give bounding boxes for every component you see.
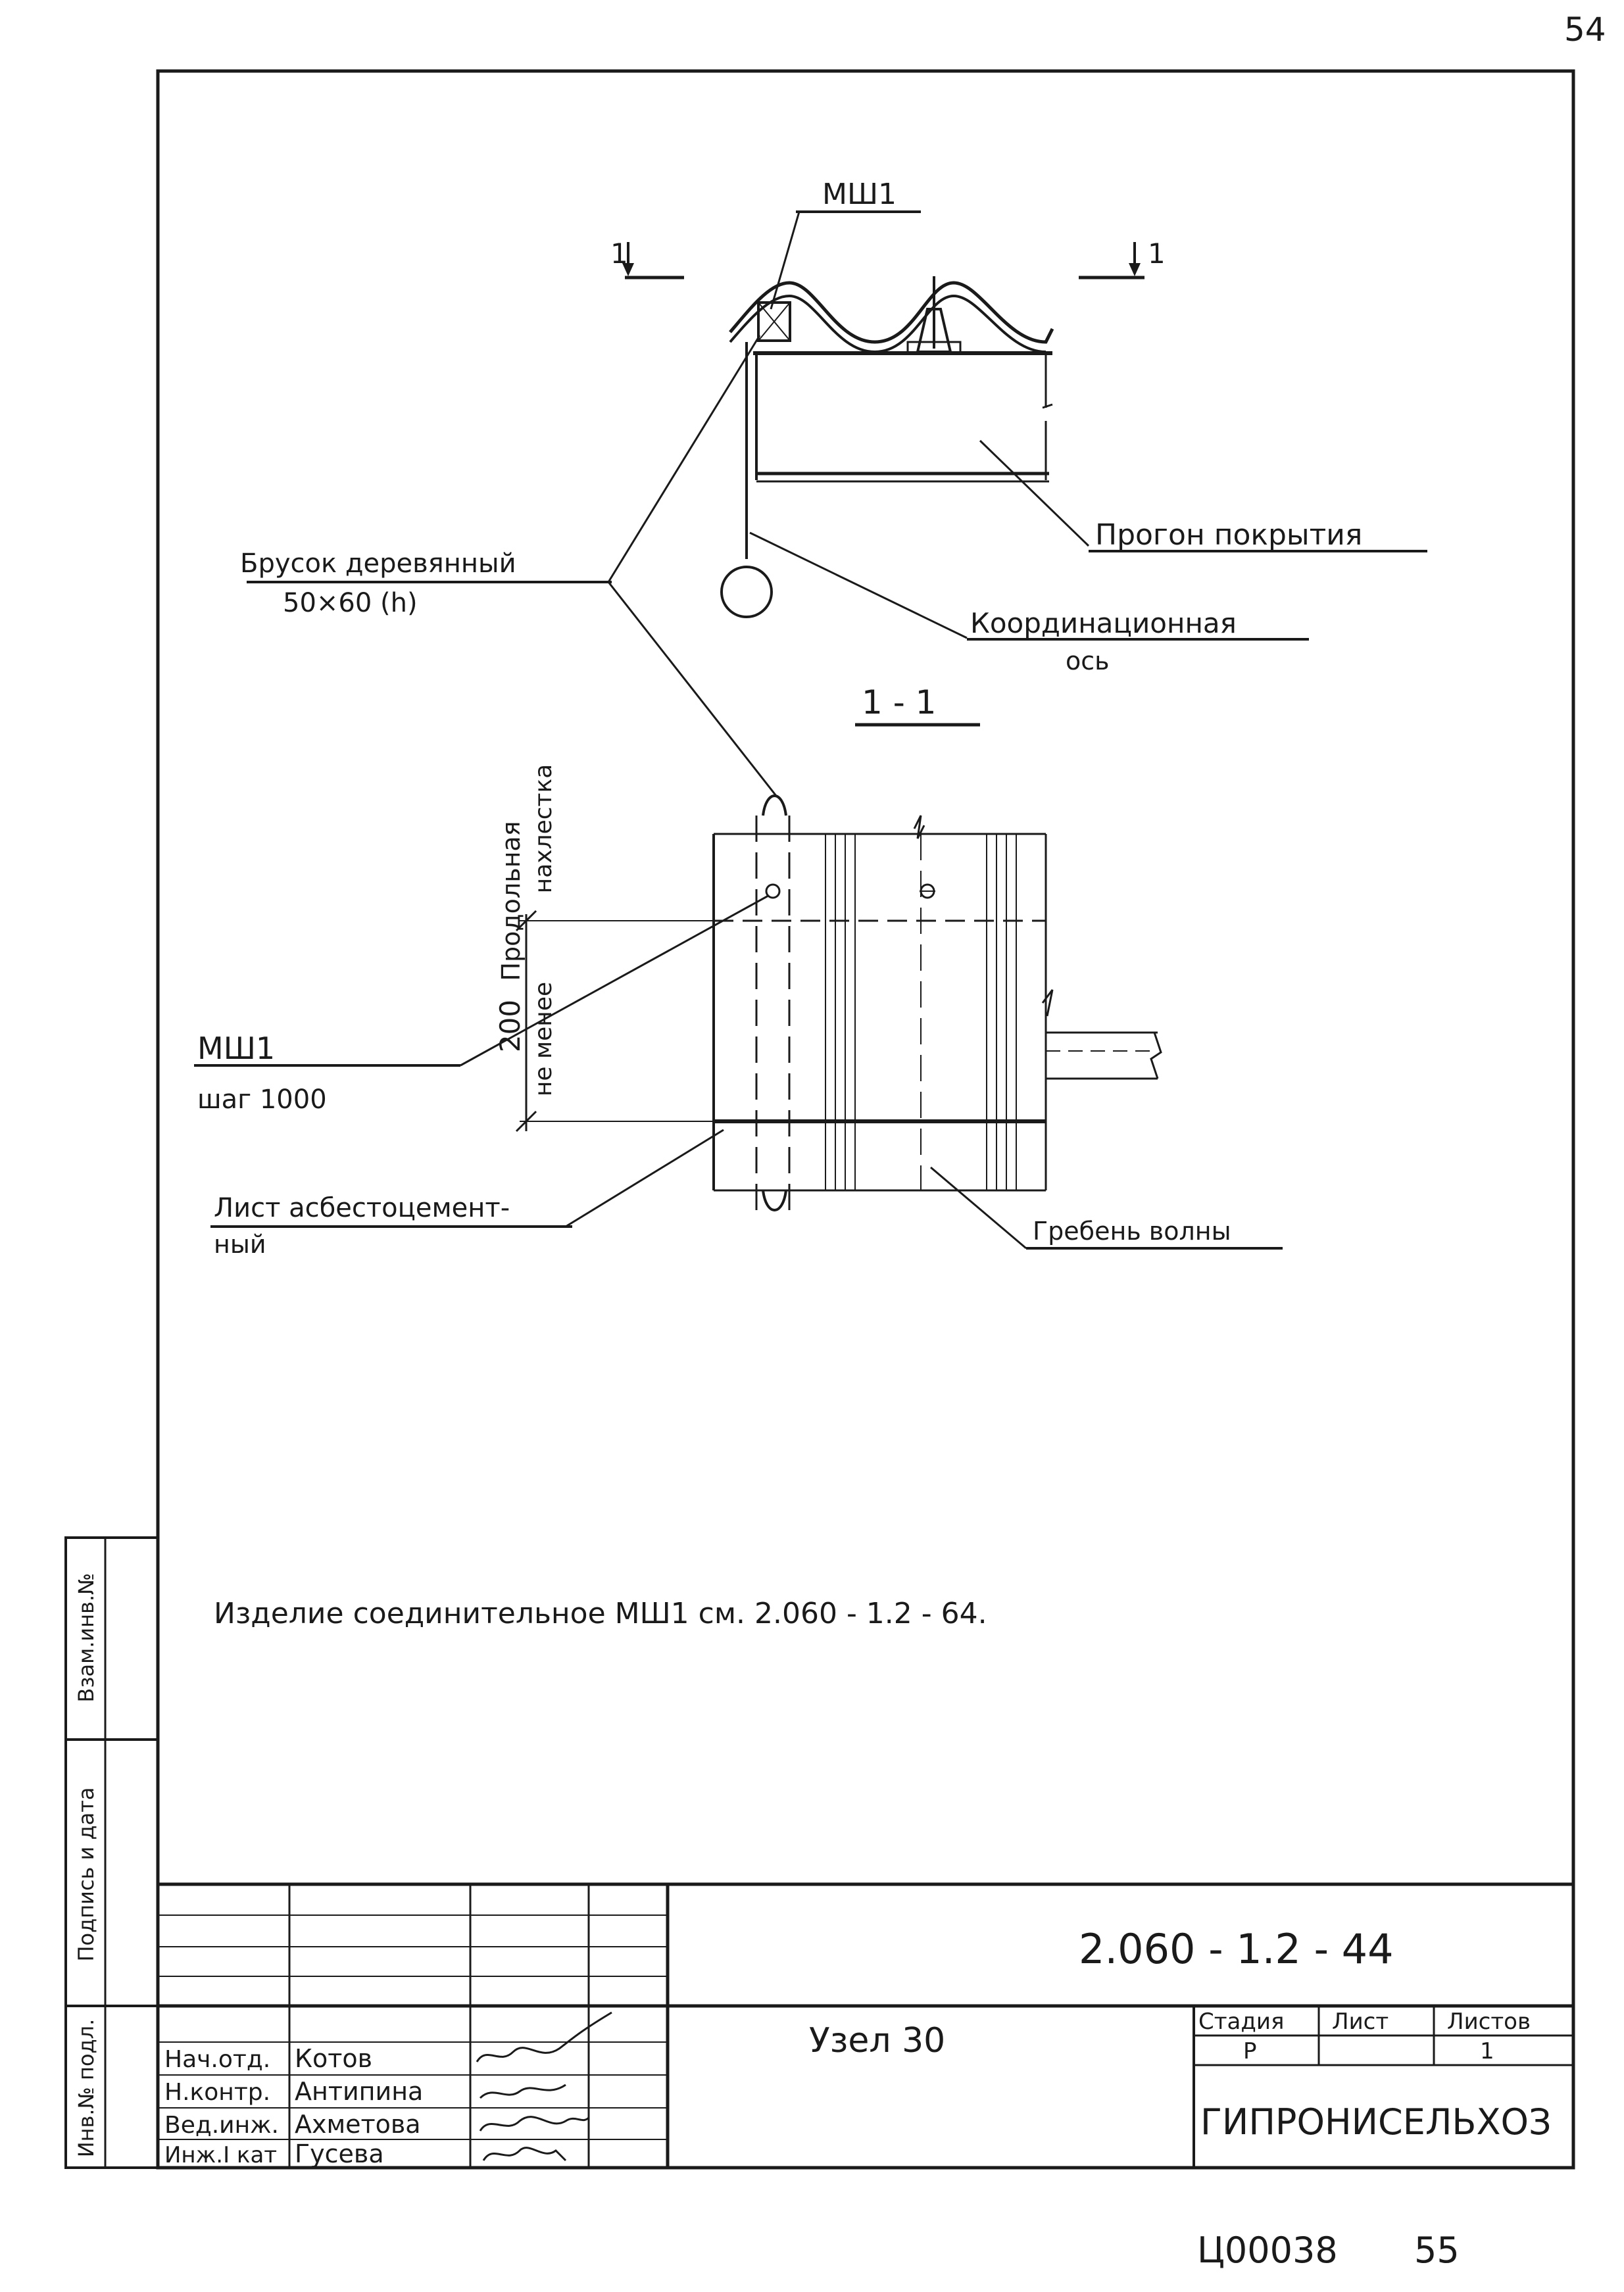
signature-3 (482, 2147, 567, 2162)
name-3: Гусева (295, 2139, 384, 2168)
label-overlap-line2: нахлестка (530, 764, 557, 894)
name-0: Котов (295, 2044, 372, 2073)
name-1: Антипина (295, 2077, 423, 2106)
coordination-axis-circle (720, 566, 773, 618)
label-axis-line2: ось (1066, 646, 1110, 675)
section-arrowhead-left (622, 263, 634, 276)
signature-0 (476, 2011, 612, 2062)
stamp-vzam: Взам.инв.№ (74, 1573, 99, 1703)
stamp-inv-podl: Инв.№ подл. (74, 2019, 99, 2158)
footer-number: 55 (1414, 2230, 1460, 2271)
label-msh1-top: МШ1 (822, 178, 897, 211)
name-2: Ахметова (295, 2110, 421, 2139)
title-block (158, 1882, 1573, 2168)
doc-code: 2.060 - 1.2 - 44 (1079, 1925, 1394, 1973)
role-2: Вед.инж. (164, 2112, 279, 2139)
stage-header: Стадия (1198, 2009, 1284, 2035)
label-bar-line2: 50×60 (h) (283, 588, 418, 618)
drawing-title: Узел 30 (809, 2021, 945, 2060)
stage-value: Р (1243, 2038, 1257, 2064)
dimension-overlap (515, 910, 714, 1133)
frame-border (156, 69, 1575, 2170)
section-mark-right: 1 (1148, 237, 1166, 270)
side-stamp (64, 1536, 159, 2169)
signature-1 (479, 2084, 566, 2099)
footer-code: Ц00038 (1197, 2230, 1338, 2271)
role-3: Инж.I кат (164, 2142, 277, 2168)
label-crest: Гребень волны (1033, 1217, 1231, 1246)
fastener-circle-1 (765, 883, 781, 899)
signatures (476, 2011, 612, 2162)
label-not-less: не менее (530, 982, 557, 1096)
label-overlap-line1: Продольная (497, 821, 526, 981)
label-msh1-left: МШ1 (197, 1031, 275, 1066)
section-mark-left: 1 (610, 237, 628, 270)
label-step: шаг 1000 (197, 1085, 327, 1115)
label-sheet-line2: ный (214, 1230, 266, 1259)
wooden-bar-section (757, 301, 791, 342)
role-1: Н.контр. (164, 2079, 270, 2106)
page-number: 54 (1564, 11, 1606, 49)
corrugated-sheet-bottom (729, 294, 1046, 354)
role-0: Нач.отд. (164, 2046, 270, 2073)
stamp-sign-date: Подпись и дата (74, 1787, 99, 1961)
label-bar-line1: Брусок деревянный (240, 549, 516, 579)
section-view (712, 794, 1162, 1211)
top-view: 1 1 (610, 237, 1166, 618)
signature-2 (479, 2116, 590, 2132)
sheets-header: Листов (1447, 2009, 1531, 2035)
organization: ГИПРОНИСЕЛЬХОЗ (1200, 2101, 1552, 2143)
section-title: 1 - 1 (862, 683, 936, 721)
sheet-header: Лист (1332, 2009, 1389, 2035)
leaders-top (247, 210, 1427, 796)
label-axis-line1: Координационная (970, 607, 1237, 639)
label-sheet-line1: Лист асбестоцемент- (214, 1193, 510, 1223)
note-text: Изделие соединительное МШ1 см. 2.060 - 1… (214, 1597, 987, 1630)
label-purlin: Прогон покрытия (1095, 518, 1362, 552)
sheets-value: 1 (1480, 2038, 1494, 2064)
section-arrowhead-right (1129, 263, 1141, 276)
